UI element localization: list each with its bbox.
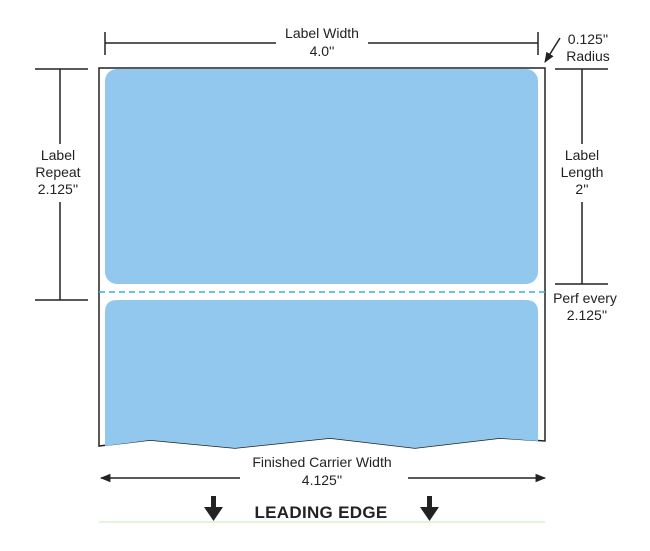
label-repeat-label-2: Repeat (35, 164, 80, 180)
down-arrow-icon (204, 496, 223, 521)
label-repeat-value: 2.125'' (38, 181, 78, 197)
radius-callout: 0.125'' Radius (544, 31, 610, 64)
label-width-dimension: Label Width 4.0'' (104, 24, 539, 64)
label-repeat-dimension: Label Repeat 2.125'' (28, 68, 92, 301)
label-repeat-label-1: Label (41, 147, 75, 163)
leading-edge-indicator: LEADING EDGE (99, 496, 545, 523)
carrier-width-label: Finished Carrier Width (252, 454, 391, 470)
label-top (105, 69, 538, 284)
label-length-dimension: Label Length 2'' (552, 68, 614, 285)
perf-label: Perf every (553, 290, 617, 306)
down-arrow-icon (420, 496, 439, 521)
carrier-width-value: 4.125'' (302, 472, 342, 488)
label-width-label: Label Width (285, 25, 359, 41)
label-width-value: 4.0'' (310, 43, 335, 59)
leading-edge-label: LEADING EDGE (254, 503, 387, 522)
label-length-label-2: Length (561, 164, 604, 180)
perf-value: 2.125'' (567, 307, 607, 323)
label-bottom (105, 300, 538, 448)
label-length-label-1: Label (565, 147, 599, 163)
label-length-value: 2'' (575, 181, 588, 197)
radius-label: Radius (566, 48, 610, 64)
radius-value: 0.125'' (568, 31, 608, 47)
perf-annotation: Perf every 2.125'' (553, 290, 617, 323)
carrier-width-dimension: Finished Carrier Width 4.125'' (99, 454, 547, 488)
